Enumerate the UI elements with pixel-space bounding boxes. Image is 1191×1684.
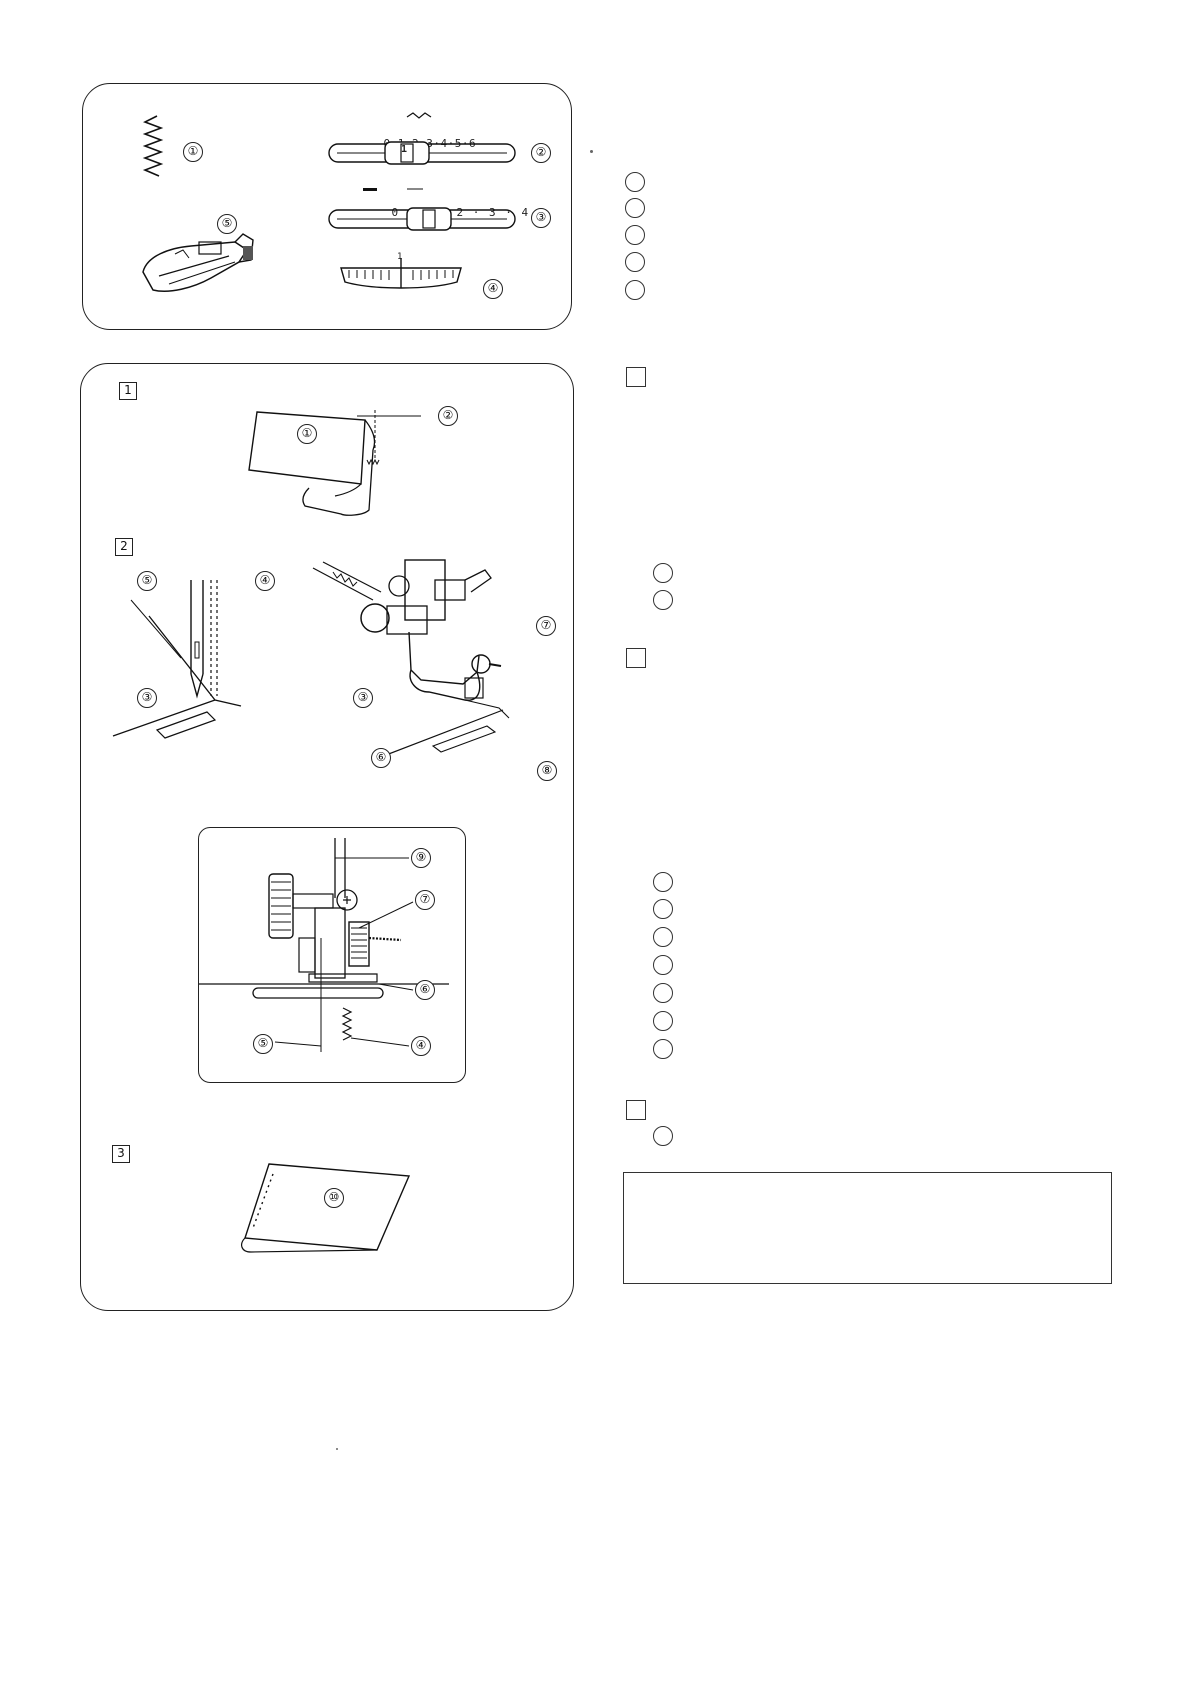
list-bullet bbox=[653, 872, 673, 892]
stray-mark bbox=[590, 150, 593, 153]
list-bullet bbox=[625, 280, 645, 300]
callout-6: ⑥ bbox=[371, 748, 391, 768]
callout-5: ⑤ bbox=[137, 571, 157, 591]
slider-mark: 1 bbox=[401, 144, 408, 155]
callout-5: ⑤ bbox=[253, 1034, 273, 1054]
list-bullet bbox=[653, 590, 673, 610]
stitch-length-slider bbox=[328, 207, 516, 231]
finished-hem-illustration bbox=[241, 1163, 411, 1253]
stray-mark bbox=[336, 1448, 338, 1450]
list-bullet bbox=[653, 927, 673, 947]
callout-1: ① bbox=[183, 142, 203, 162]
list-bullet bbox=[653, 955, 673, 975]
list-bullet bbox=[625, 225, 645, 245]
callout-9: ⑨ bbox=[411, 848, 431, 868]
length-tick: 0 bbox=[391, 206, 399, 219]
straight-stitch-icon bbox=[363, 188, 423, 191]
needle-guide-detail bbox=[199, 838, 449, 1052]
foot-guide-diagram bbox=[312, 559, 510, 761]
needle-fold-diagram bbox=[112, 580, 242, 739]
zigzag-stitch-icon bbox=[142, 115, 164, 177]
callout-4: ④ bbox=[411, 1036, 431, 1056]
inset-detail-box: ⑨ ⑦ ⑥ ⑤ ④ bbox=[198, 827, 466, 1083]
list-bullet bbox=[653, 983, 673, 1003]
callout-3: ③ bbox=[353, 688, 373, 708]
callout-2: ② bbox=[531, 143, 551, 163]
callout-8: ⑧ bbox=[537, 761, 557, 781]
list-bullet bbox=[653, 1011, 673, 1031]
callout-2: ② bbox=[438, 406, 458, 426]
dial-mark: 1 bbox=[397, 252, 403, 262]
list-bullet bbox=[625, 198, 645, 218]
step-1-marker: 1 bbox=[119, 382, 137, 400]
note-box bbox=[623, 1172, 1112, 1284]
tension-dial bbox=[340, 258, 462, 289]
blind-hem-foot-icon bbox=[142, 233, 254, 292]
callout-5: ⑤ bbox=[217, 214, 237, 234]
length-tick: 2 bbox=[456, 206, 464, 219]
list-bullet bbox=[653, 1039, 673, 1059]
stitch-width-slider bbox=[328, 141, 516, 165]
zigzag-stitch-icon bbox=[406, 112, 432, 119]
callout-6: ⑥ bbox=[415, 980, 435, 1000]
callout-4: ④ bbox=[483, 279, 503, 299]
callout-3: ③ bbox=[531, 208, 551, 228]
callout-1: ① bbox=[297, 424, 317, 444]
callout-3: ③ bbox=[137, 688, 157, 708]
callout-7: ⑦ bbox=[536, 616, 556, 636]
list-bullet bbox=[653, 899, 673, 919]
list-bullet bbox=[653, 563, 673, 583]
callout-4: ④ bbox=[255, 571, 275, 591]
step-marker bbox=[626, 648, 646, 668]
step-3-marker: 3 bbox=[112, 1145, 130, 1163]
procedure-panel: 1 ① ② 2 ⑤ ④ ③ bbox=[80, 363, 574, 1311]
step-2-marker: 2 bbox=[115, 538, 133, 556]
callout-leader-lines bbox=[274, 857, 414, 1047]
step-marker bbox=[626, 1100, 646, 1120]
length-tick: 4 bbox=[521, 206, 529, 219]
callout-10: ⑩ bbox=[324, 1188, 344, 1208]
list-bullet bbox=[625, 252, 645, 272]
step-marker bbox=[626, 367, 646, 387]
list-bullet bbox=[653, 1126, 673, 1146]
callout-7: ⑦ bbox=[415, 890, 435, 910]
length-tick: 3 bbox=[489, 206, 497, 219]
list-bullet bbox=[625, 172, 645, 192]
setting-panel: ① 0·1·2·3·4·5·6 1 ② 0 · 1 · 2 · 3 · 4 ③ … bbox=[82, 83, 572, 330]
folded-fabric-illustration bbox=[248, 410, 421, 516]
